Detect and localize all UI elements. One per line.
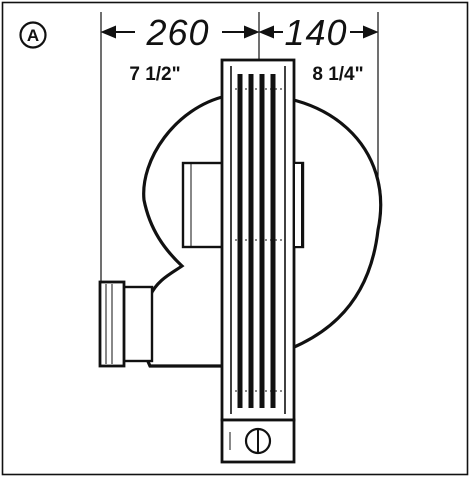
- grille-body: [220, 58, 296, 422]
- grille-bars: [230, 66, 286, 414]
- dimension-left-mm: 260: [145, 12, 209, 53]
- dimension-left-inch: 7 1/2": [129, 64, 180, 85]
- figure-label: A: [19, 21, 47, 49]
- motor-bracket: [293, 162, 303, 248]
- outlet-collar: [98, 280, 154, 368]
- dimension-right-inch: 8 1/4": [312, 64, 363, 85]
- figure-label-circle: [19, 21, 47, 49]
- dimension-right-mm: 140: [284, 12, 347, 53]
- figure-label-text: A: [27, 26, 39, 45]
- dimension-arrows: [100, 25, 379, 39]
